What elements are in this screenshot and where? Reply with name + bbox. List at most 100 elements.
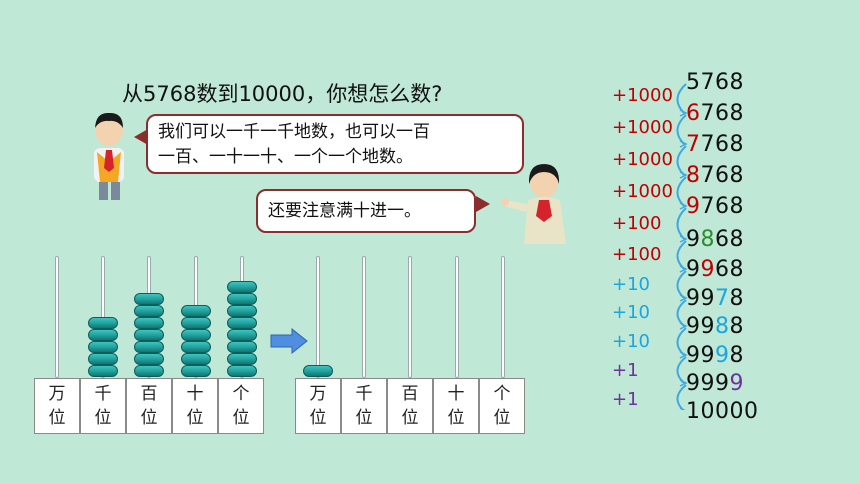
- label-bottom: 位: [140, 408, 158, 428]
- place-labels-after: 万位 千位 百位 十位 个位: [295, 378, 525, 434]
- abacus-bead: [227, 317, 257, 329]
- label-bai: 百位: [126, 378, 172, 434]
- digit-post: 768: [700, 132, 744, 157]
- jump-arc: [676, 240, 687, 270]
- jump-arc: [676, 83, 687, 114]
- abacus-bead: [181, 305, 211, 317]
- arc-arrowhead: [679, 407, 686, 410]
- arc-arrowhead: [679, 379, 688, 387]
- abacus-bead: [227, 281, 257, 293]
- count-number: 8768: [686, 163, 744, 188]
- step-label: +10: [612, 274, 650, 295]
- digit-hl: 9: [729, 371, 744, 396]
- bubble2-tail: [476, 196, 490, 212]
- label-top: 千: [355, 384, 373, 404]
- abacus-bead: [181, 353, 211, 365]
- label-wan: 万位: [295, 378, 341, 434]
- label-top: 百: [140, 384, 158, 404]
- step-label: +1: [612, 360, 639, 381]
- arc-arrowhead: [679, 140, 688, 148]
- right-arrow-icon: [270, 328, 308, 354]
- label-bottom: 位: [447, 408, 465, 428]
- digit-hl: 8: [686, 163, 701, 188]
- abacus-rod: [455, 256, 459, 378]
- abacus-bead: [134, 305, 164, 317]
- abacus-bead: [88, 329, 118, 341]
- abacus-bead: [88, 365, 118, 377]
- digit-hl: 8: [700, 227, 715, 252]
- abacus-bead: [181, 341, 211, 353]
- arc-arrowhead: [679, 235, 688, 243]
- abacus-rod: [316, 256, 320, 378]
- count-number: 7768: [686, 132, 744, 157]
- abacus-bead: [134, 365, 164, 377]
- step-label: +1000: [612, 85, 673, 106]
- jump-arc: [676, 176, 687, 207]
- count-number: 9868: [686, 227, 744, 252]
- digit-hl: 9: [715, 343, 730, 368]
- abacus-bead: [303, 365, 333, 377]
- count-number: 9999: [686, 371, 744, 396]
- abacus-bead: [88, 341, 118, 353]
- label-bottom: 位: [309, 408, 327, 428]
- count-number: 9978: [686, 286, 744, 311]
- label-top: 百: [401, 384, 419, 404]
- abacus-bead: [181, 329, 211, 341]
- abacus-bead: [227, 305, 257, 317]
- digit-pre: 99: [686, 343, 715, 368]
- count-number: 10000: [686, 399, 759, 424]
- label-top: 十: [186, 384, 204, 404]
- step-label: +100: [612, 244, 662, 265]
- arc-arrowhead: [679, 351, 688, 359]
- bubble1-tail: [134, 129, 148, 145]
- digit-pre: 99: [686, 286, 715, 311]
- digit-post: 768: [700, 163, 744, 188]
- label-bottom: 位: [401, 408, 419, 428]
- abacus-rod: [408, 256, 412, 378]
- label-ge: 个位: [218, 378, 264, 434]
- digit-pre: 10000: [686, 399, 759, 424]
- jump-arc: [676, 207, 687, 240]
- digit-pre: 99: [686, 314, 715, 339]
- digit-post: 768: [700, 194, 744, 219]
- digit-post: 8: [729, 343, 744, 368]
- digit-hl: 9: [700, 257, 715, 282]
- step-label: +1000: [612, 149, 673, 170]
- speech-bubble-boy: 我们可以一千一千地数，也可以一百 一百、一十一十、一个一个地数。: [146, 114, 524, 174]
- count-number: 5768: [686, 70, 744, 95]
- digit-post: 68: [715, 227, 744, 252]
- digit-hl: 7: [715, 286, 730, 311]
- arc-arrowhead: [679, 294, 688, 302]
- abacus-bead: [227, 329, 257, 341]
- label-top: 千: [94, 384, 112, 404]
- digit-post: 68: [715, 257, 744, 282]
- count-number: 9968: [686, 257, 744, 282]
- label-shi: 十位: [172, 378, 218, 434]
- label-bottom: 位: [48, 408, 66, 428]
- count-number: 9998: [686, 343, 744, 368]
- digit-post: 8: [729, 286, 744, 311]
- girl-figure: [501, 164, 566, 244]
- jump-arc: [676, 270, 687, 299]
- abacus-bead: [134, 353, 164, 365]
- bubble1-line2: 一百、一十一十、一个一个地数。: [158, 147, 413, 167]
- abacus-bead: [134, 317, 164, 329]
- count-number: 9768: [686, 194, 744, 219]
- label-qian: 千位: [80, 378, 126, 434]
- jump-arc: [676, 114, 687, 145]
- abacus-bead: [181, 317, 211, 329]
- abacus-bead: [181, 365, 211, 377]
- step-label: +10: [612, 302, 650, 323]
- abacus-bead: [134, 341, 164, 353]
- digit-post: 8: [729, 314, 744, 339]
- digit-hl: 7: [686, 132, 701, 157]
- arc-arrowhead: [679, 171, 688, 179]
- label-top: 十: [447, 384, 465, 404]
- label-qian: 千位: [341, 378, 387, 434]
- label-ge: 个位: [479, 378, 525, 434]
- digit-pre: 5768: [686, 70, 744, 95]
- arc-arrowhead: [679, 202, 688, 210]
- step-label: +1000: [612, 117, 673, 138]
- jump-arc: [676, 145, 687, 176]
- label-bottom: 位: [355, 408, 373, 428]
